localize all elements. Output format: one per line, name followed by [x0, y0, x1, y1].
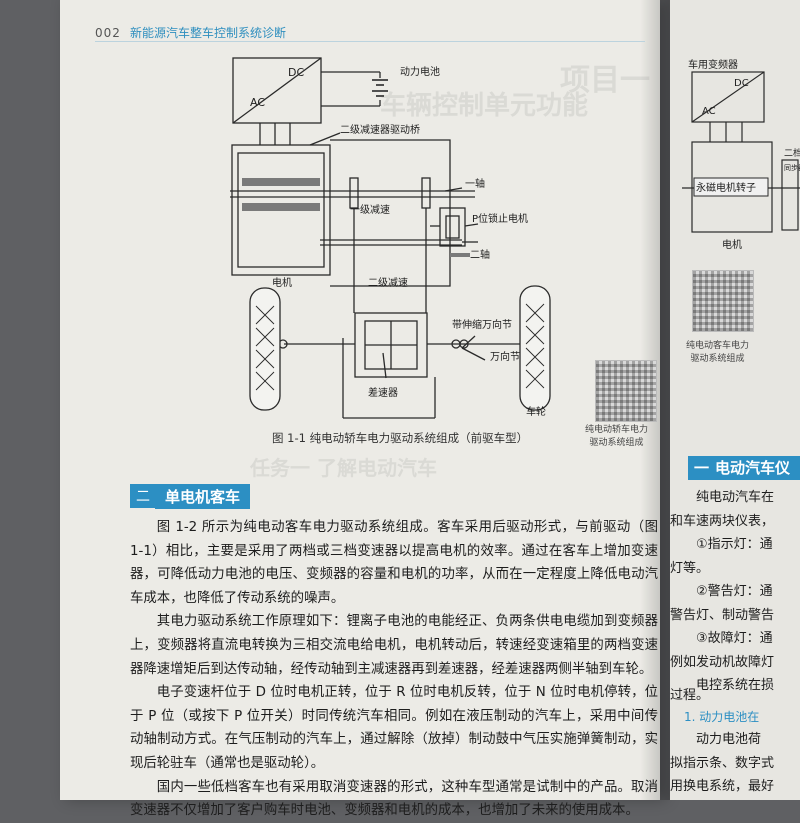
right-line: ③故障灯：通: [670, 627, 800, 651]
paragraph: 其电力驱动系统工作原理如下：锂离子电池的电能经正、负两条供电电缆加到变频器上，变…: [130, 610, 658, 681]
right-line: 用换电系统，最好: [670, 775, 800, 799]
show-through-text: 任务一 了解电动汽车: [250, 452, 437, 481]
qr-code[interactable]: [595, 360, 657, 422]
header-rule: [95, 41, 645, 42]
paragraph: 图 1-2 所示为纯电动客车电力驱动系统组成。客车采用后驱动形式，与前驱动（图 …: [130, 516, 658, 610]
qr-caption-line: 驱动系统组成: [585, 437, 648, 450]
label-battery: 动力电池: [400, 65, 440, 78]
qr-caption-line: 驱动系统组成: [686, 353, 749, 366]
label-motor: 电机: [272, 276, 292, 289]
paragraph: 电子变速杆位于 D 位时电机正转，位于 R 位时电机反转，位于 N 位时电机停转…: [130, 681, 658, 775]
right-line: 动力电池荷: [670, 728, 800, 752]
right-body-text-3: 动力电池荷 拟指示条、数字式 用换电系统，最好: [670, 728, 800, 799]
page-number: 002: [95, 26, 121, 40]
right-qr-code[interactable]: [692, 270, 754, 332]
right-inverter-label: 车用变频器: [688, 56, 738, 71]
right-line: 和车速两块仪表，: [670, 510, 800, 534]
right-label-two: 二档: [784, 147, 800, 159]
right-section-title: 一电动汽车仪: [688, 456, 800, 480]
right-wheel: [520, 286, 550, 410]
label-second-shaft: 二轴: [470, 248, 490, 261]
label-drive-bridge: 二级减速器驱动桥: [340, 124, 420, 136]
right-qr-caption: 纯电动客车电力 驱动系统组成: [686, 340, 749, 366]
right-label-rotor: 永磁电机转子: [696, 181, 756, 194]
qr-caption-line: 纯电动轿车电力: [585, 424, 648, 437]
body-text: 图 1-2 所示为纯电动客车电力驱动系统组成。客车采用后驱动形式，与前驱动（图 …: [130, 516, 658, 823]
right-label-dc: DC: [734, 78, 749, 89]
right-body-text-2: 过程。: [670, 684, 800, 708]
qr-caption: 纯电动轿车电力 驱动系统组成: [585, 424, 648, 450]
label-universal-joint: 万向节: [490, 350, 520, 363]
right-page: 车用变频器 DC AC 永磁电机转子 电机 二档 同步器 纯电动客车电力 驱动系…: [670, 0, 800, 800]
label-wheel: 车轮: [526, 405, 546, 418]
label-differential: 差速器: [368, 386, 398, 399]
label-second-reduction: 二级减速: [368, 277, 408, 289]
label-p-lock: P位锁止电机: [472, 212, 528, 225]
right-section-text: 电动汽车仪: [715, 459, 790, 477]
right-line: 纯电动汽车在: [670, 486, 800, 510]
right-line: ②警告灯：通: [670, 580, 800, 604]
label-dc: DC: [288, 66, 304, 79]
label-ac: AC: [250, 96, 265, 109]
right-body-text: 纯电动汽车在 和车速两块仪表， ①指示灯：通 灯等。 ②警告灯：通 警告灯、制动…: [670, 486, 800, 698]
right-line: 例如发动机故障灯: [670, 651, 800, 675]
right-line: 灯等。: [670, 557, 800, 581]
qr-caption-line: 纯电动客车电力: [686, 340, 749, 353]
right-line: 过程。: [670, 684, 800, 708]
section-number: 二: [130, 484, 156, 508]
right-label-motor: 电机: [722, 238, 742, 251]
section-title: 单电机客车: [155, 484, 250, 509]
right-line: ①指示灯：通: [670, 533, 800, 557]
figure-caption: 图 1-1 纯电动轿车电力驱动系统组成（前驱车型）: [272, 430, 528, 446]
running-header: 新能源汽车整车控制系统诊断: [130, 24, 286, 41]
right-section-number: 一: [688, 459, 715, 477]
drive-system-diagram: DC AC 动力电池 二级减速器驱动桥 一轴 一级减速 P位锁止电机 电机 二轴…: [200, 48, 640, 434]
right-subsection: 1. 动力电池在: [684, 708, 759, 725]
right-line: 警告灯、制动警告: [670, 604, 800, 628]
right-label-sync: 同步器: [784, 164, 800, 172]
paragraph: 国内一些低档客车也有采用取消变速器的形式，这种车型通常是试制中的产品。取消变速器…: [130, 776, 658, 823]
right-line: 拟指示条、数字式: [670, 752, 800, 776]
label-telescoping-joint: 带伸缩万向节: [452, 318, 512, 331]
label-first-shaft: 一轴: [465, 177, 485, 190]
left-wheel: [250, 288, 280, 410]
right-label-ac: AC: [702, 106, 716, 117]
label-first-reduction: 一级减速: [350, 204, 390, 216]
